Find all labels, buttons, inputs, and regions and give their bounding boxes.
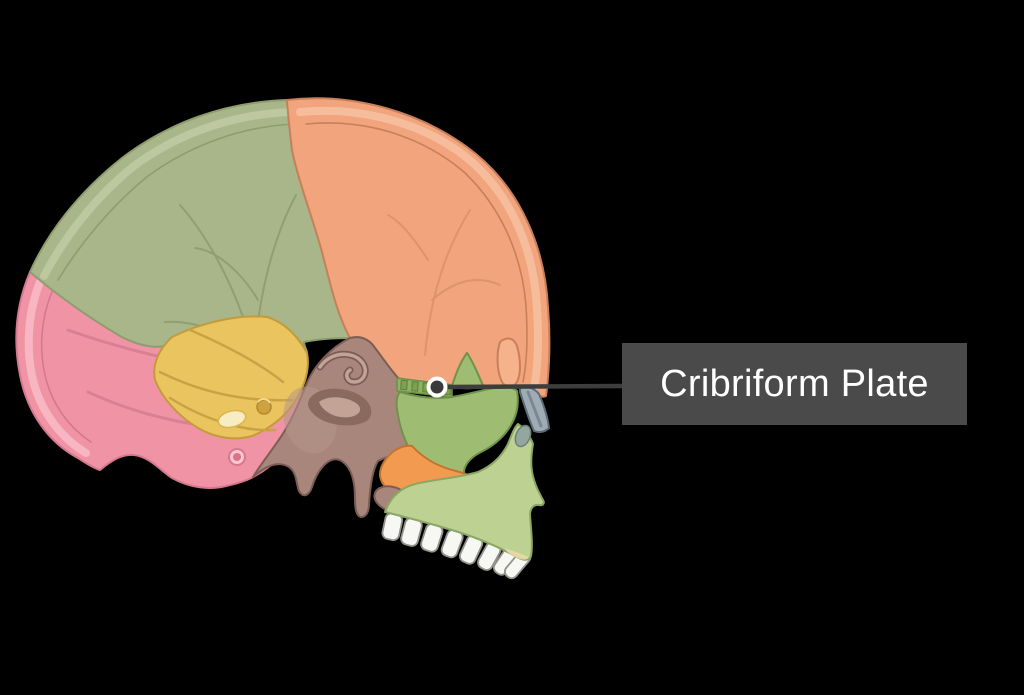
nasal-bone xyxy=(519,385,550,433)
pointer-dot xyxy=(426,376,448,398)
internal-acoustic-meatus xyxy=(217,409,247,429)
teeth xyxy=(381,512,532,580)
temporal-bone xyxy=(153,315,309,440)
lacrimal-bone xyxy=(514,424,532,448)
maxilla xyxy=(384,423,545,561)
frontal-bone xyxy=(286,97,551,398)
sphenoid-bone xyxy=(252,336,418,518)
annotation-label: Cribriform Plate xyxy=(622,343,967,425)
leader-line xyxy=(446,383,623,390)
annotation-label-text: Cribriform Plate xyxy=(660,362,929,405)
frontal-sinus xyxy=(496,337,521,388)
